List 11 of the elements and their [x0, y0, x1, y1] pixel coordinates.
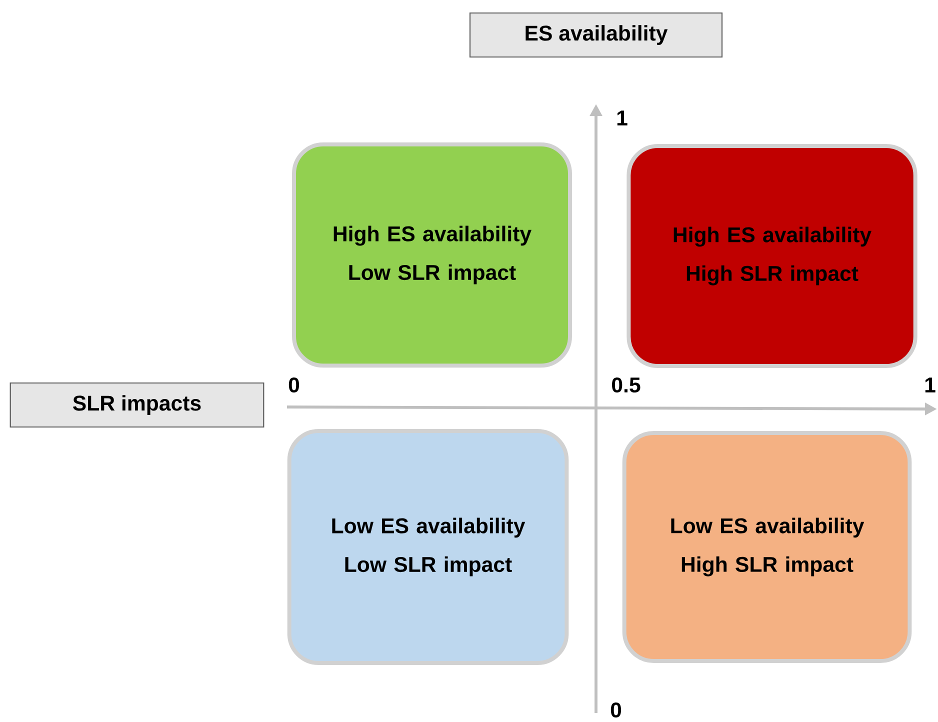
- tick-label: 1: [925, 378, 936, 392]
- quadrant-box: High ES availability Low SLR impact: [292, 142, 572, 368]
- tick-label: 0: [288, 377, 300, 393]
- axis-title-box: SLR impacts: [10, 382, 264, 428]
- quadrant-box: Low ES availability High SLR impact: [622, 431, 912, 663]
- tick-label: 1: [617, 110, 628, 126]
- quadrant-box: High ES availability High SLR impact: [626, 144, 918, 368]
- tick-label: 0: [610, 702, 622, 718]
- tick-label: 0.5: [612, 377, 640, 393]
- axis-title-box: ES availability: [469, 12, 723, 58]
- quadrant-box: Low ES availability Low SLR impact: [287, 429, 569, 665]
